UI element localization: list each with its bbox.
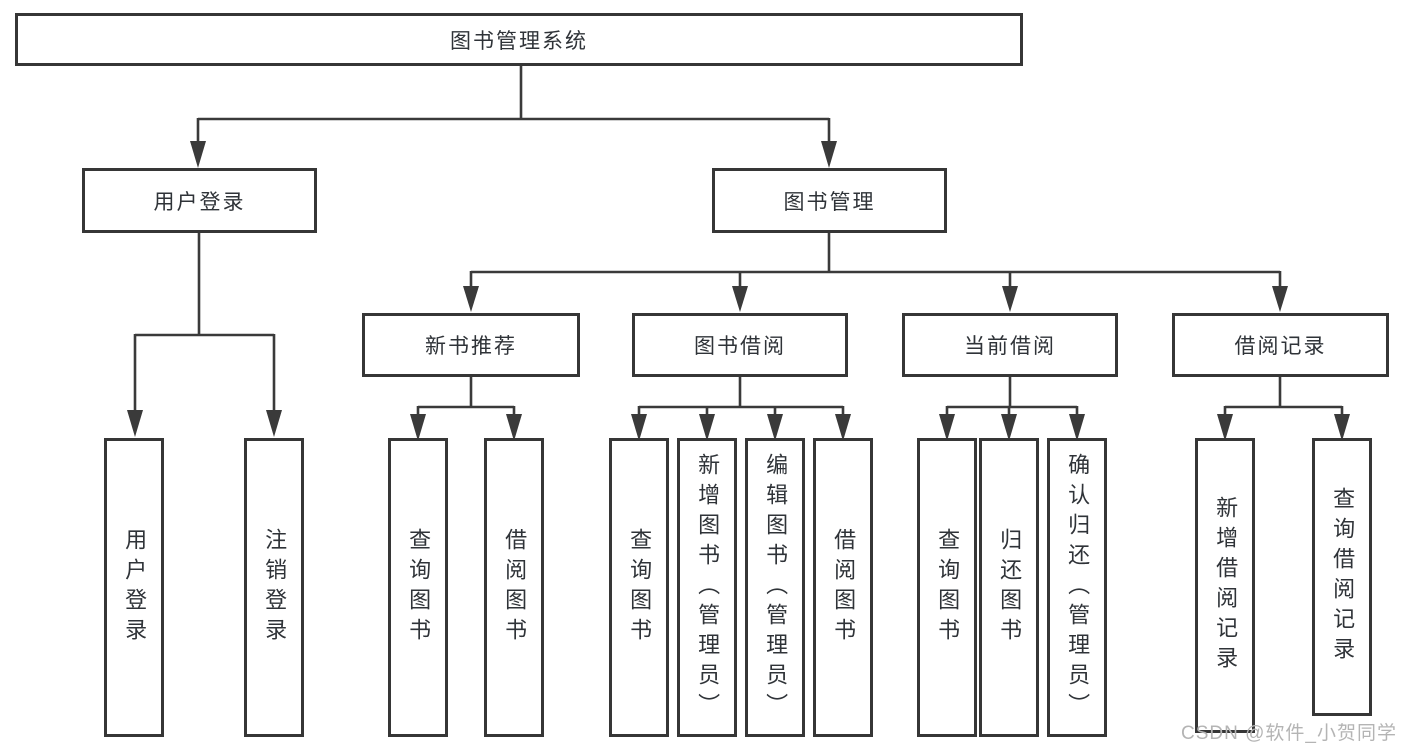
leaf-label: 用户登录 (122, 527, 148, 648)
arrow-down-icon (939, 414, 955, 441)
leaf-label: 查询图书 (406, 527, 432, 648)
leaf-query-borrow-record: 查询借阅记录 (1312, 438, 1372, 716)
connector-user-login-split (133, 233, 276, 411)
leaf-label: 查询借阅记录 (1330, 487, 1356, 667)
arrow-down-icon (190, 141, 206, 168)
leaf-query-books: 查询图书 (609, 438, 669, 737)
arrow-down-icon (767, 414, 783, 441)
leaf-label: 新增图书（管理员） (695, 452, 721, 723)
leaf-logout: 注销登录 (244, 438, 304, 737)
leaf-confirm-return-admin: 确认归还（管理员） (1047, 438, 1107, 737)
arrow-down-icon (410, 414, 426, 441)
arrow-down-icon (1272, 286, 1288, 312)
arrow-down-icon (463, 286, 479, 312)
leaf-label: 查询图书 (935, 527, 961, 648)
arrow-down-icon (732, 286, 748, 312)
node-label: 新书推荐 (425, 335, 517, 358)
node-user-login: 用户登录 (82, 168, 317, 233)
arrow-down-icon (1069, 414, 1085, 441)
node-label: 图书管理系统 (450, 29, 588, 53)
leaf-borrow-books: 借阅图书 (813, 438, 873, 737)
leaf-label: 归还图书 (997, 527, 1023, 648)
leaf-label: 借阅图书 (831, 527, 857, 648)
leaf-user-login: 用户登录 (104, 438, 164, 737)
node-label: 当前借阅 (964, 335, 1056, 358)
connector-new-book-split (416, 377, 516, 414)
connector-current-borrow-split (945, 377, 1079, 414)
leaf-label: 查询图书 (627, 527, 653, 648)
leaf-add-borrow-record: 新增借阅记录 (1195, 438, 1255, 733)
arrow-down-icon (1002, 286, 1018, 312)
node-current-borrowing: 当前借阅 (902, 313, 1118, 377)
connector-book-borrow-split (637, 377, 845, 414)
node-book-borrowing: 图书借阅 (632, 313, 848, 377)
arrow-down-icon (127, 410, 143, 437)
arrow-down-icon (266, 410, 282, 437)
connector-root-split (196, 66, 831, 141)
arrow-down-icon (1001, 414, 1017, 441)
node-label: 借阅记录 (1234, 335, 1327, 358)
leaf-query-books: 查询图书 (388, 438, 448, 737)
leaf-borrow-books: 借阅图书 (484, 438, 544, 737)
node-borrowing-records: 借阅记录 (1172, 313, 1389, 377)
leaf-label: 编辑图书（管理员） (763, 452, 789, 723)
leaf-label: 新增借阅记录 (1213, 495, 1239, 676)
csdn-watermark: CSDN @软件_小贺同学 (1181, 723, 1397, 744)
arrow-down-icon (699, 414, 715, 441)
connector-borrow-record-split (1223, 377, 1344, 414)
arrow-down-icon (835, 414, 851, 441)
node-new-book-recommendation: 新书推荐 (362, 313, 580, 377)
leaf-edit-books-admin: 编辑图书（管理员） (745, 438, 805, 737)
connector-book-management-split (469, 233, 1282, 287)
node-label: 用户登录 (153, 190, 246, 214)
leaf-query-books: 查询图书 (917, 438, 977, 737)
leaf-label: 注销登录 (262, 527, 288, 648)
node-book-management: 图书管理 (712, 168, 947, 233)
arrow-down-icon (506, 414, 522, 441)
node-label: 图书管理 (783, 190, 876, 214)
leaf-label: 借阅图书 (502, 527, 528, 648)
arrow-down-icon (1334, 414, 1350, 441)
leaf-return-books: 归还图书 (979, 438, 1039, 737)
node-label: 图书借阅 (694, 335, 786, 358)
arrow-down-icon (821, 141, 837, 168)
leaf-label: 确认归还（管理员） (1065, 452, 1091, 723)
leaf-add-books-admin: 新增图书（管理员） (677, 438, 737, 737)
node-root-library-management-system: 图书管理系统 (15, 13, 1023, 66)
arrow-down-icon (631, 414, 647, 441)
arrow-down-icon (1217, 414, 1233, 441)
